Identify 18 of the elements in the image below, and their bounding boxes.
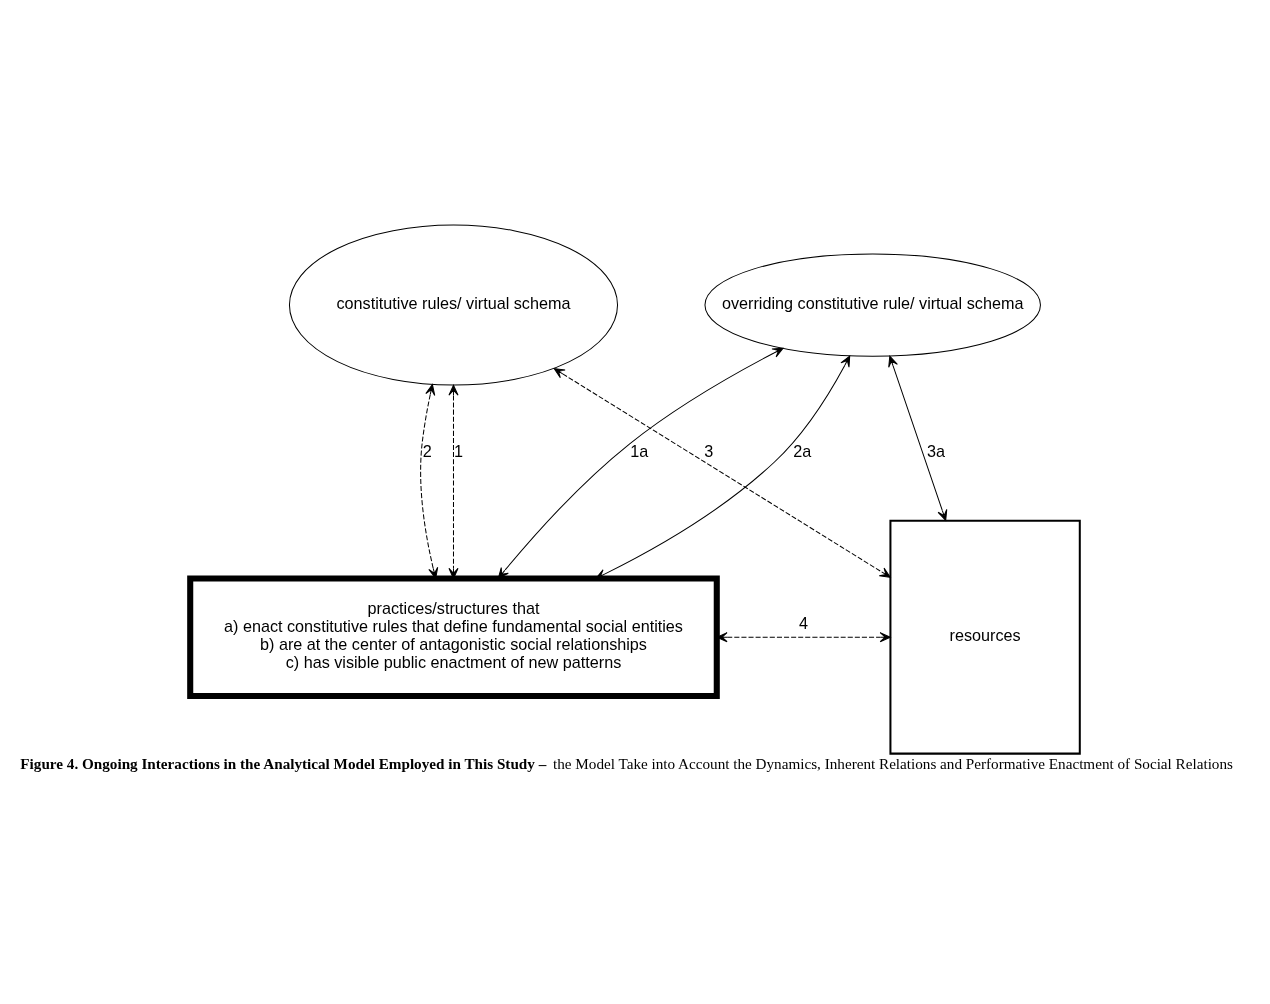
caption: Figure 4. Ongoing Interactions in the Analytical Model Employed in This Study – the Model Take into Account the Dynamics, Inherent Relations and Performative Enactment of Social Relations (20, 754, 1233, 772)
arrow (716, 632, 891, 643)
arrow (448, 384, 459, 579)
arrow (553, 368, 891, 578)
edge-label: 4 (799, 613, 809, 632)
edge-label: 2 (422, 441, 432, 460)
node-box: practices/structures that a) enact constitutive rules that define fundamental social entities b) are at the center of antagonistic social relationships c) has visible public enactment of new patterns (187, 575, 720, 699)
node-box: resources (889, 519, 1081, 755)
edge-label: 3a (926, 441, 946, 460)
edge-label: 1a (630, 441, 649, 460)
node-ellipse: constitutive rules/ virtual schema (288, 224, 619, 386)
edge-label: 2a (793, 441, 812, 460)
arrow (595, 355, 851, 579)
arrow (497, 347, 784, 579)
edge-label: 1 (454, 441, 464, 460)
arrow (888, 355, 948, 521)
edge-label: 3 (704, 441, 714, 460)
arrow (420, 384, 439, 579)
